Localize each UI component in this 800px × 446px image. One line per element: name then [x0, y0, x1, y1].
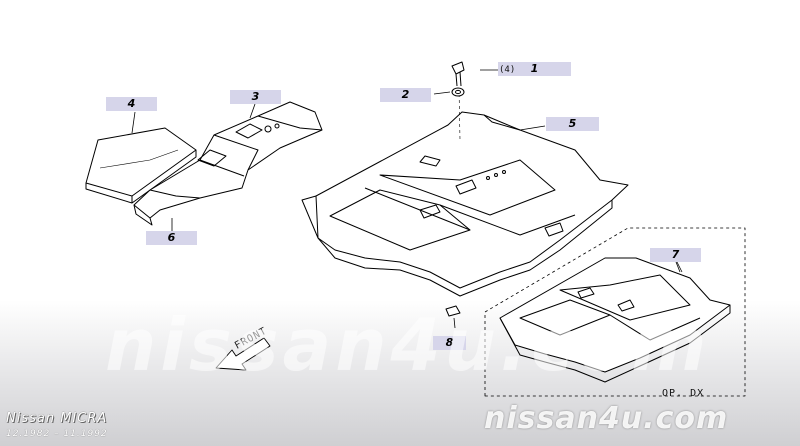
callout-6: 6 — [146, 231, 197, 245]
part-7-optional-carpet — [484, 227, 746, 397]
quantity-note: (4) — [499, 65, 516, 75]
model-period: 12.1982 – 11.1992 — [6, 429, 108, 439]
front-arrow-icon — [215, 337, 271, 371]
watermark-corner: nissan4u.com — [484, 401, 729, 436]
leader-lines — [131, 69, 681, 329]
callout-3: 3 — [230, 90, 281, 104]
callout-7: 7 — [650, 248, 701, 262]
variant-note: OP. DX — [662, 388, 705, 399]
callout-2: 2 — [380, 88, 431, 102]
callout-8: 8 — [433, 336, 466, 350]
callout-4: 4 — [106, 97, 157, 111]
part-1-clip — [451, 61, 465, 141]
part-4-rear-pad — [85, 127, 197, 204]
model-title: Nissan MICRA — [6, 411, 108, 426]
part-2-grommet — [451, 87, 465, 97]
part-3-6-tunnel-mats — [133, 101, 323, 226]
part-8-small-pad — [445, 305, 461, 317]
callout-5: 5 — [546, 117, 599, 131]
callout-1: 1 — [498, 62, 571, 76]
part-5-main-carpet — [301, 111, 629, 297]
